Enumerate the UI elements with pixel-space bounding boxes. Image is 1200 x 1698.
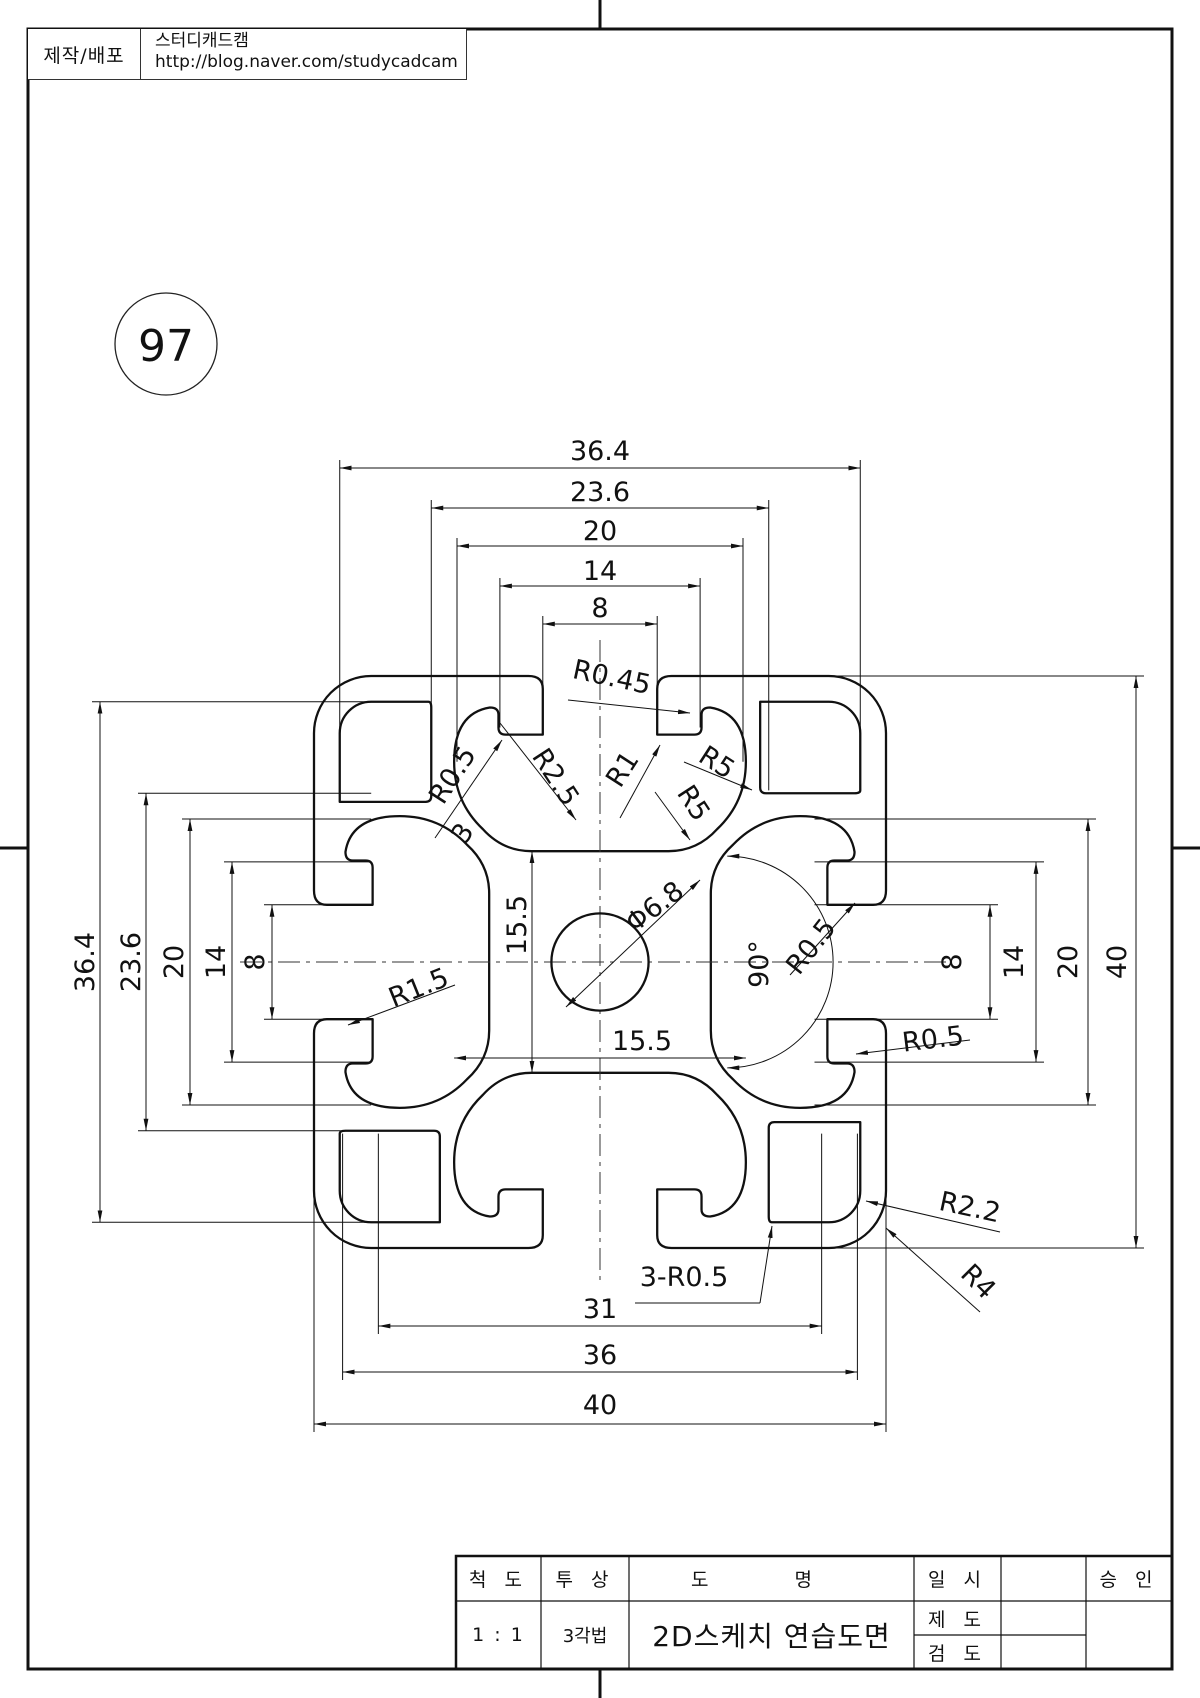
dim-left-14: 14 bbox=[201, 945, 232, 979]
scale-label: 척 도 bbox=[469, 1569, 528, 1591]
dim-right-40: 40 bbox=[1102, 945, 1133, 979]
dim-left-20: 20 bbox=[159, 945, 190, 979]
date-label: 일 시 bbox=[928, 1569, 987, 1591]
bore-diameter-leader bbox=[565, 879, 701, 1008]
dim-top-36-4: 36.4 bbox=[570, 436, 630, 467]
dim-right-8: 8 bbox=[937, 953, 968, 970]
dim-left-23-6: 23.6 bbox=[116, 932, 147, 992]
r045-leader bbox=[567, 699, 691, 715]
publisher-info: 스터디캐드캠 http://blog.naver.com/studycadcam bbox=[141, 29, 466, 79]
r1-leader bbox=[619, 744, 661, 819]
dim-bottom-36: 36 bbox=[583, 1340, 617, 1371]
r22-leader bbox=[865, 1200, 1001, 1233]
publisher-name: 스터디캐드캠 bbox=[155, 31, 249, 51]
dim-top-8: 8 bbox=[591, 593, 608, 624]
drafted-value[interactable] bbox=[1001, 1601, 1086, 1635]
dim-top-14: 14 bbox=[583, 556, 617, 587]
dim-horizontal-15-5: 15.5 bbox=[612, 1026, 672, 1057]
r2-5-leader bbox=[499, 722, 577, 821]
dim-top-23-6: 23.6 bbox=[570, 477, 630, 508]
publisher-info-box: 제작/배포 스터디캐드캠 http://blog.naver.com/study… bbox=[28, 29, 467, 80]
corner-chamber bbox=[759, 700, 862, 795]
publisher-url[interactable]: http://blog.naver.com/studycadcam bbox=[155, 52, 458, 72]
drawing-number-badge: 97 bbox=[114, 292, 218, 396]
dim-bottom-40: 40 bbox=[583, 1390, 617, 1421]
r05-leader bbox=[434, 739, 503, 839]
corner-chamber bbox=[338, 700, 433, 803]
corner-chamber bbox=[338, 1129, 441, 1224]
dim-r0-5-right-lower: R0.5 bbox=[900, 1020, 965, 1058]
dim-3-r0-5: 3-R0.5 bbox=[640, 1262, 729, 1293]
dim-angle-90: 90° bbox=[744, 940, 775, 988]
scale-value: 1 : 1 bbox=[472, 1624, 525, 1646]
drawing-name-label: 도 명 bbox=[691, 1569, 852, 1591]
dim-left-36-4: 36.4 bbox=[70, 932, 101, 992]
drafted-label: 제 도 bbox=[928, 1608, 987, 1631]
dim-left-8: 8 bbox=[240, 953, 271, 970]
r15-leader bbox=[347, 984, 456, 1026]
approval-value[interactable] bbox=[1086, 1601, 1172, 1669]
r05-right-lower-leader bbox=[855, 1039, 971, 1055]
dim-right-20: 20 bbox=[1053, 945, 1084, 979]
profile-outer-contour bbox=[312, 674, 888, 1250]
drawing-number: 97 bbox=[138, 321, 194, 372]
aluminum-profile bbox=[312, 674, 888, 1250]
drawing-name: 2D스케치 연습도면 bbox=[652, 1620, 891, 1653]
dim-vertical-15-5: 15.5 bbox=[502, 895, 533, 955]
dim-right-14: 14 bbox=[999, 945, 1030, 979]
r5-leader-b bbox=[654, 791, 691, 841]
projection-label: 투 상 bbox=[555, 1569, 615, 1591]
corner-chamber bbox=[767, 1121, 862, 1224]
dim-bottom-31: 31 bbox=[583, 1294, 617, 1325]
checked-label: 검 도 bbox=[928, 1642, 987, 1665]
r4-leader bbox=[885, 1227, 981, 1313]
made-by-label: 제작/배포 bbox=[28, 29, 141, 79]
date-value[interactable] bbox=[1001, 1556, 1086, 1601]
checked-value[interactable] bbox=[1001, 1635, 1086, 1669]
projection-value: 3각법 bbox=[562, 1626, 608, 1647]
multi-r05-leader bbox=[759, 1225, 773, 1304]
r5-leader-a bbox=[683, 761, 753, 791]
dim-top-20: 20 bbox=[583, 516, 617, 547]
angle-arc bbox=[727, 853, 834, 1071]
r05-right-upper-leader bbox=[789, 902, 856, 976]
approval-label: 승 인 bbox=[1099, 1569, 1159, 1591]
